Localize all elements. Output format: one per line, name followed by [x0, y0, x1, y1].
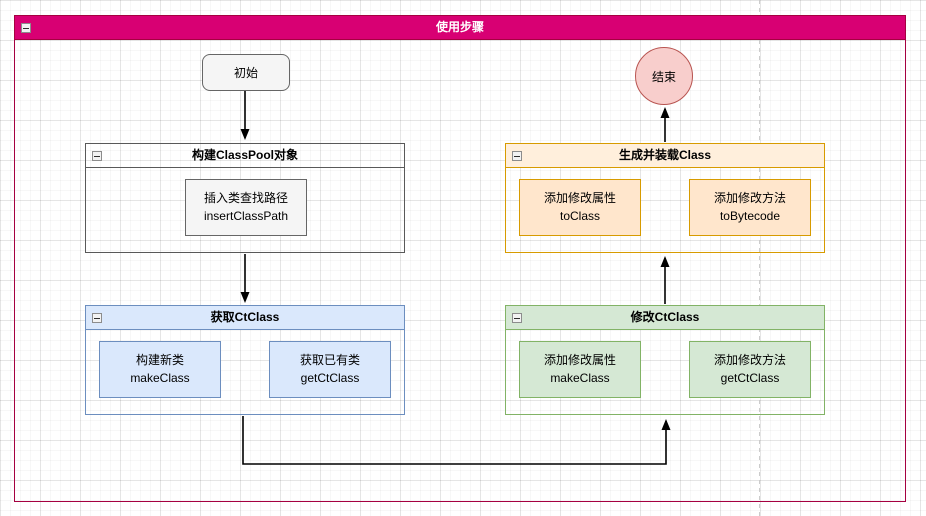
- box-label-method: toBytecode: [719, 208, 781, 223]
- box-label-method: makeClass: [130, 370, 190, 385]
- box-label-method: toClass: [559, 208, 600, 223]
- container-title: 获取CtClass: [210, 310, 280, 324]
- box-label-method: makeClass: [550, 370, 610, 385]
- collapse-minus-icon[interactable]: [512, 313, 522, 323]
- container-generate-load-class[interactable]: 生成并装载Class 添加修改属性 toClass 添加修改方法 toBytec…: [505, 143, 825, 253]
- box-label-cn: 添加修改属性: [543, 353, 616, 368]
- usage-steps-frame[interactable]: 使用步骤: [14, 15, 906, 502]
- container-body: 构建新类 makeClass 获取已有类 getCtClass: [86, 330, 404, 416]
- collapse-minus-icon[interactable]: [92, 313, 102, 323]
- container-get-ctclass-header[interactable]: 获取CtClass: [86, 306, 404, 330]
- minus-glyph: [94, 317, 100, 319]
- box-label-method: getCtClass: [720, 370, 780, 385]
- box-label-cn: 添加修改属性: [543, 191, 616, 206]
- box-label-cn: 添加修改方法: [713, 353, 786, 368]
- container-generate-load-class-header[interactable]: 生成并装载Class: [506, 144, 824, 168]
- minus-glyph: [514, 155, 520, 157]
- container-get-ctclass[interactable]: 获取CtClass 构建新类 makeClass 获取已有类 getCtClas…: [85, 305, 405, 415]
- box-label-cn: 添加修改方法: [713, 191, 786, 206]
- box-modify-getctclass[interactable]: 添加修改方法 getCtClass: [689, 341, 811, 398]
- start-node[interactable]: 初始: [202, 54, 290, 91]
- container-body: 添加修改属性 makeClass 添加修改方法 getCtClass: [506, 330, 824, 416]
- box-label-cn: 构建新类: [135, 353, 184, 368]
- box-modify-makeclass[interactable]: 添加修改属性 makeClass: [519, 341, 641, 398]
- container-title: 构建ClassPool对象: [191, 148, 299, 162]
- frame-title: 使用步骤: [435, 20, 484, 34]
- minus-glyph: [23, 27, 29, 29]
- box-label-cn: 获取已有类: [299, 353, 360, 368]
- box-insertclasspath[interactable]: 插入类查找路径 insertClassPath: [185, 179, 307, 236]
- frame-title-bar[interactable]: 使用步骤: [15, 16, 905, 40]
- container-modify-ctclass[interactable]: 修改CtClass 添加修改属性 makeClass 添加修改方法 getCtC…: [505, 305, 825, 415]
- box-label-cn: 插入类查找路径: [203, 191, 288, 206]
- container-title: 修改CtClass: [630, 310, 700, 324]
- box-label-method: insertClassPath: [203, 208, 289, 223]
- container-build-classpool[interactable]: 构建ClassPool对象 插入类查找路径 insertClassPath: [85, 143, 405, 253]
- collapse-minus-icon[interactable]: [21, 23, 31, 33]
- box-tobytecode[interactable]: 添加修改方法 toBytecode: [689, 179, 811, 236]
- collapse-minus-icon[interactable]: [512, 151, 522, 161]
- box-getctclass[interactable]: 获取已有类 getCtClass: [269, 341, 391, 398]
- box-makeclass[interactable]: 构建新类 makeClass: [99, 341, 221, 398]
- container-build-classpool-header[interactable]: 构建ClassPool对象: [86, 144, 404, 168]
- minus-glyph: [94, 155, 100, 157]
- end-node-label: 结束: [651, 69, 676, 84]
- minus-glyph: [514, 317, 520, 319]
- container-modify-ctclass-header[interactable]: 修改CtClass: [506, 306, 824, 330]
- collapse-minus-icon[interactable]: [92, 151, 102, 161]
- box-label-method: getCtClass: [300, 370, 360, 385]
- container-body: 插入类查找路径 insertClassPath: [86, 168, 404, 254]
- page-break-line: [759, 0, 760, 516]
- start-node-label: 初始: [233, 66, 258, 80]
- box-toclass[interactable]: 添加修改属性 toClass: [519, 179, 641, 236]
- container-title: 生成并装载Class: [618, 148, 712, 162]
- container-body: 添加修改属性 toClass 添加修改方法 toBytecode: [506, 168, 824, 254]
- end-node[interactable]: 结束: [635, 47, 693, 105]
